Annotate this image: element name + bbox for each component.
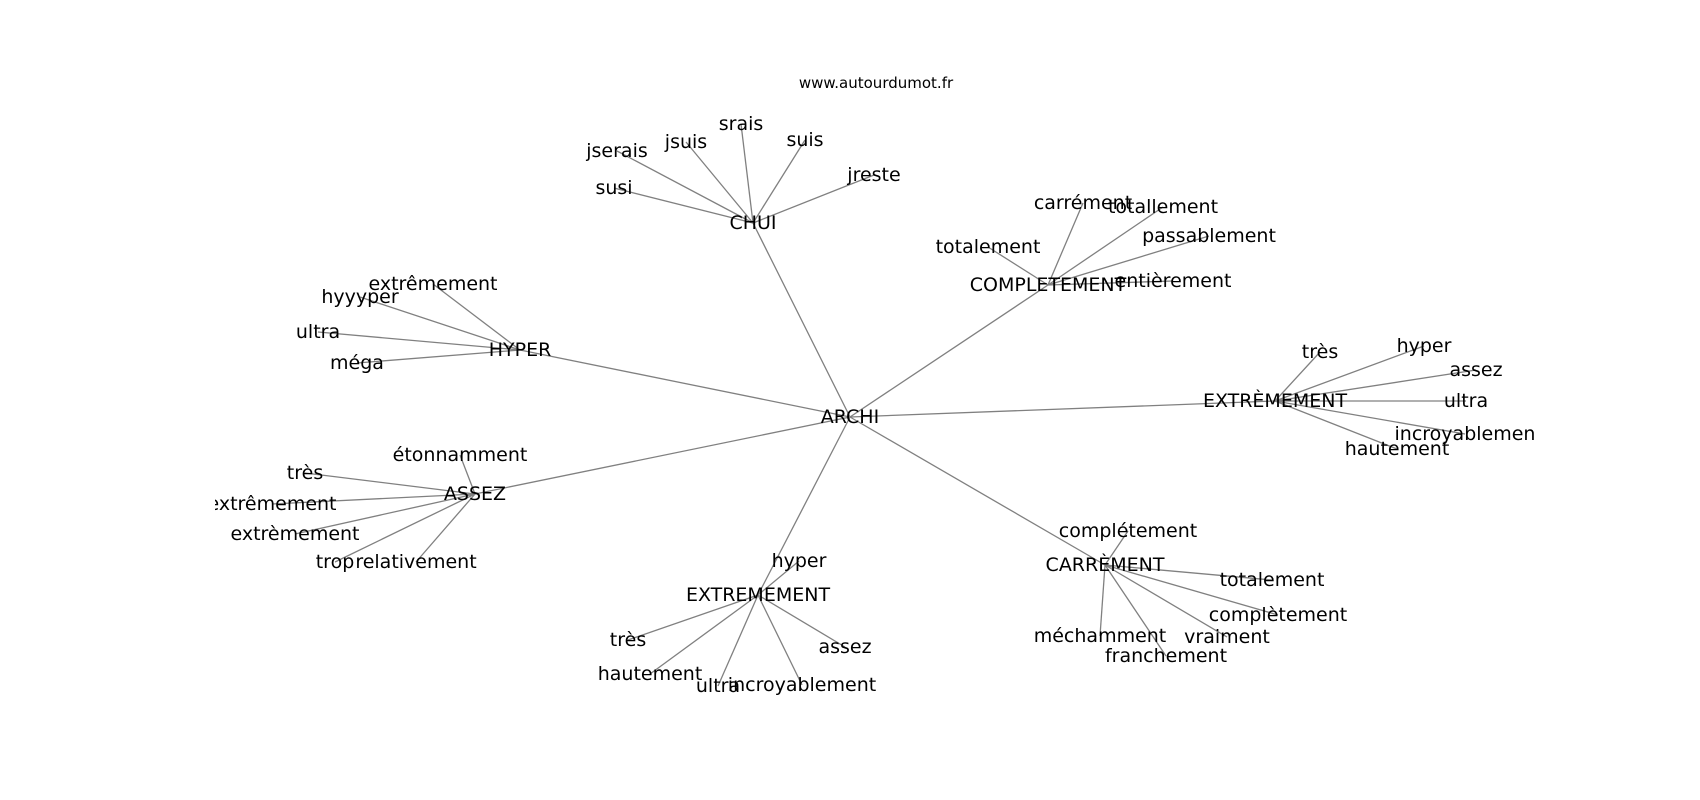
label-layer: ARCHI CHUI jserais jsuis srais suis jreste susi… (207, 113, 1536, 697)
hub-node-carrement[interactable]: CARRÈMENT (1046, 553, 1165, 576)
edge-assez-extremement (271, 493, 476, 505)
edge-hyper-ultra (317, 331, 521, 351)
leaf-node-extremement-incroyablemen[interactable]: incroyablemen (1395, 423, 1536, 445)
edge-extremement-tres (1274, 351, 1321, 402)
edge-assez-tres (304, 472, 476, 495)
leaf-node-chui-susi[interactable]: susi (595, 177, 632, 199)
leaf-node-carrement-franchement[interactable]: franchement (1105, 645, 1227, 667)
edge-carrement-vraiment (1104, 564, 1228, 638)
edge-hyper-extremement (432, 283, 521, 351)
leaf-node-chui-srais[interactable]: srais (719, 113, 764, 135)
edge-extremement-tres (627, 594, 759, 641)
leaf-node-completement-totalement[interactable]: totalement (936, 236, 1041, 258)
leaf-node-hyper-hyyyper[interactable]: hyyyper (321, 286, 399, 308)
edge-completement-passablement (1047, 235, 1210, 286)
edge-extremement-hautement (1274, 400, 1398, 450)
leaf-node-hyper-mega[interactable]: méga (330, 352, 384, 374)
edge-extremement-hyper (1274, 345, 1425, 402)
leaf-node-extremement-hautement[interactable]: hautement (1345, 438, 1450, 460)
leaf-node-extremement-assez[interactable]: assez (818, 636, 871, 658)
edge-hyper-mega (356, 349, 521, 364)
leaf-node-assez-extremement[interactable]: extrêmement (207, 493, 337, 515)
leaf-node-extremement-tres[interactable]: très (1302, 341, 1338, 363)
leaf-node-extremement-tres[interactable]: très (610, 629, 646, 651)
edge-completement-entierement (1047, 280, 1174, 286)
leaf-node-completement-totallement[interactable]: totallement (1108, 196, 1218, 218)
leaf-node-assez-trop[interactable]: trop (316, 551, 355, 573)
leaf-node-extremement-ultra[interactable]: ultra (696, 675, 740, 697)
leaf-node-chui-jserais[interactable]: jserais (585, 140, 648, 162)
leaf-node-carrement-completement[interactable]: complétement (1059, 520, 1197, 542)
leaf-node-carrement-totalement[interactable]: totalement (1220, 569, 1325, 591)
edge-carrement-completement (1104, 564, 1279, 616)
edge-hyper-hyyyper (359, 296, 521, 351)
leaf-node-extremement-hautement[interactable]: hautement (598, 663, 703, 685)
leaf-node-assez-relativement[interactable]: relativement (355, 551, 476, 573)
hub-node-chui[interactable]: CHUI (729, 212, 776, 234)
edge-extremement-ultra (717, 594, 759, 687)
leaf-node-extremement-hyper[interactable]: hyper (772, 550, 827, 572)
edge-chui-jreste (752, 174, 875, 224)
leaf-node-hyper-ultra[interactable]: ultra (296, 321, 340, 343)
edge-extremement-incroyablemen (1274, 400, 1466, 435)
leaf-node-assez-extremement[interactable]: extrèmement (230, 523, 359, 545)
hub-node-completement[interactable]: COMPLETEMENT (970, 274, 1127, 296)
watermark-text: www.autourdumot.fr (799, 74, 954, 92)
edge-center-carrement (849, 416, 1106, 566)
center-node-archi[interactable]: ARCHI (821, 406, 879, 428)
leaf-node-carrement-vraiment[interactable]: vraiment (1184, 626, 1270, 648)
edge-center-completement (849, 284, 1049, 418)
hub-node-extremement[interactable]: EXTRÈMEMENT (1203, 389, 1348, 412)
edge-layer (271, 123, 1477, 687)
edge-carrement-completement (1104, 530, 1129, 566)
edge-center-chui (752, 222, 851, 418)
edge-carrement-franchement (1104, 564, 1167, 657)
leaf-node-hyper-extremement[interactable]: extrêmement (368, 273, 497, 295)
leaf-node-extremement-incroyablement[interactable]: incroyablement (728, 674, 876, 696)
leaf-node-carrement-completement[interactable]: complètement (1209, 604, 1347, 626)
leaf-node-assez-tres[interactable]: très (287, 462, 323, 484)
leaf-node-chui-jreste[interactable]: jreste (846, 164, 900, 186)
edge-chui-jserais (616, 150, 754, 224)
leaf-node-completement-entierement[interactable]: entièrement (1115, 270, 1232, 292)
edge-chui-susi (613, 187, 754, 224)
edge-assez-relativement (415, 493, 476, 563)
leaf-node-assez-etonnamment[interactable]: étonnamment (393, 444, 528, 466)
edge-center-extremement (757, 416, 851, 596)
leaf-node-extremement-hyper[interactable]: hyper (1397, 335, 1452, 357)
edge-center-extremement (849, 400, 1276, 418)
edge-assez-extremement (294, 493, 476, 535)
leaf-node-completement-passablement[interactable]: passablement (1142, 225, 1276, 247)
hub-node-hyper[interactable]: HYPER (489, 339, 552, 361)
edge-center-hyper (519, 349, 851, 418)
edge-chui-suis (752, 139, 806, 224)
edge-completement-totallement (1047, 206, 1164, 286)
hub-node-extremement[interactable]: EXTREMEMENT (686, 584, 831, 606)
edge-completement-totalement (987, 246, 1049, 286)
edge-assez-etonnamment (459, 454, 476, 495)
edge-extremement-hautement (649, 594, 759, 675)
edge-carrement-totalement (1104, 564, 1273, 581)
edge-carrement-mechamment (1099, 564, 1106, 637)
edge-completement-carrement (1047, 202, 1084, 286)
edge-extremement-assez (1274, 369, 1477, 402)
edge-chui-jsuis (685, 141, 754, 224)
leaf-node-chui-suis[interactable]: suis (786, 129, 823, 151)
hub-node-assez[interactable]: ASSEZ (444, 483, 506, 505)
leaf-node-chui-jsuis[interactable]: jsuis (664, 131, 707, 153)
edge-extremement-hyper (757, 560, 800, 596)
edge-extremement-assez (757, 594, 846, 648)
edge-chui-srais (740, 123, 754, 224)
edge-center-assez (474, 416, 851, 495)
leaf-node-extremement-assez[interactable]: assez (1449, 359, 1502, 381)
edge-assez-trop (334, 493, 476, 563)
leaf-node-completement-carrement[interactable]: carrément (1034, 192, 1132, 214)
leaf-node-extremement-ultra[interactable]: ultra (1444, 390, 1488, 412)
leaf-node-carrement-mechamment[interactable]: méchamment (1034, 625, 1167, 647)
edge-extremement-incroyablement (757, 594, 803, 686)
